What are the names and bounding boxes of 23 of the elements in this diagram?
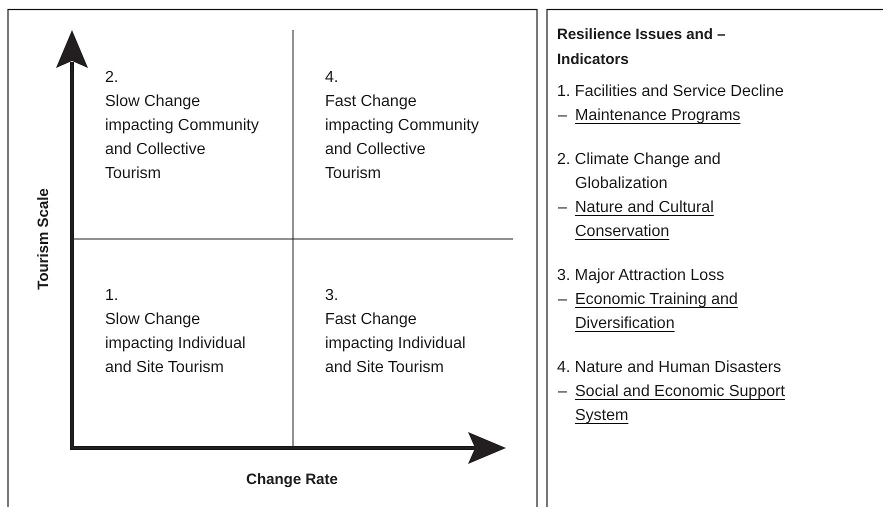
quadrant-number: 2. bbox=[105, 68, 120, 88]
list-dash: – bbox=[558, 106, 567, 126]
list-dash: – bbox=[558, 198, 567, 218]
axis-title: Change Rate bbox=[246, 470, 338, 490]
issue-item: 3. Major Attraction Loss bbox=[557, 266, 726, 286]
indicator-text: Nature and Cultural Conservation bbox=[575, 198, 715, 242]
quadrant-label: Fast Change impacting Individual and Site Tourism bbox=[325, 310, 467, 378]
indicator-text: Social and Economic Support System bbox=[575, 382, 786, 426]
quadrant-label: Slow Change impacting Individual and Site Tourism bbox=[105, 310, 247, 378]
issue-item: 4. Nature and Human Disasters bbox=[557, 358, 782, 378]
list-dash: – bbox=[558, 290, 567, 310]
panel-heading: Resilience Issues and – Indicators bbox=[557, 25, 726, 70]
issue-item: 2. Climate Change and Globalization bbox=[557, 150, 722, 194]
indicator-text: Maintenance Programs bbox=[575, 106, 742, 126]
axis-title: Tourism Scale bbox=[34, 188, 53, 290]
quadrant-label: Slow Change impacting Community and Collective Tourism bbox=[105, 92, 260, 184]
issue-item: 1. Facilities and Service Decline bbox=[557, 82, 785, 102]
indicator-text: Economic Training and Diversification bbox=[575, 290, 739, 334]
quadrant-number: 1. bbox=[105, 286, 120, 306]
quadrant-number: 4. bbox=[325, 68, 340, 88]
quadrant-number: 3. bbox=[325, 286, 340, 306]
list-dash: – bbox=[558, 382, 567, 402]
quadrant-label: Fast Change impacting Community and Collective Tourism bbox=[325, 92, 480, 184]
